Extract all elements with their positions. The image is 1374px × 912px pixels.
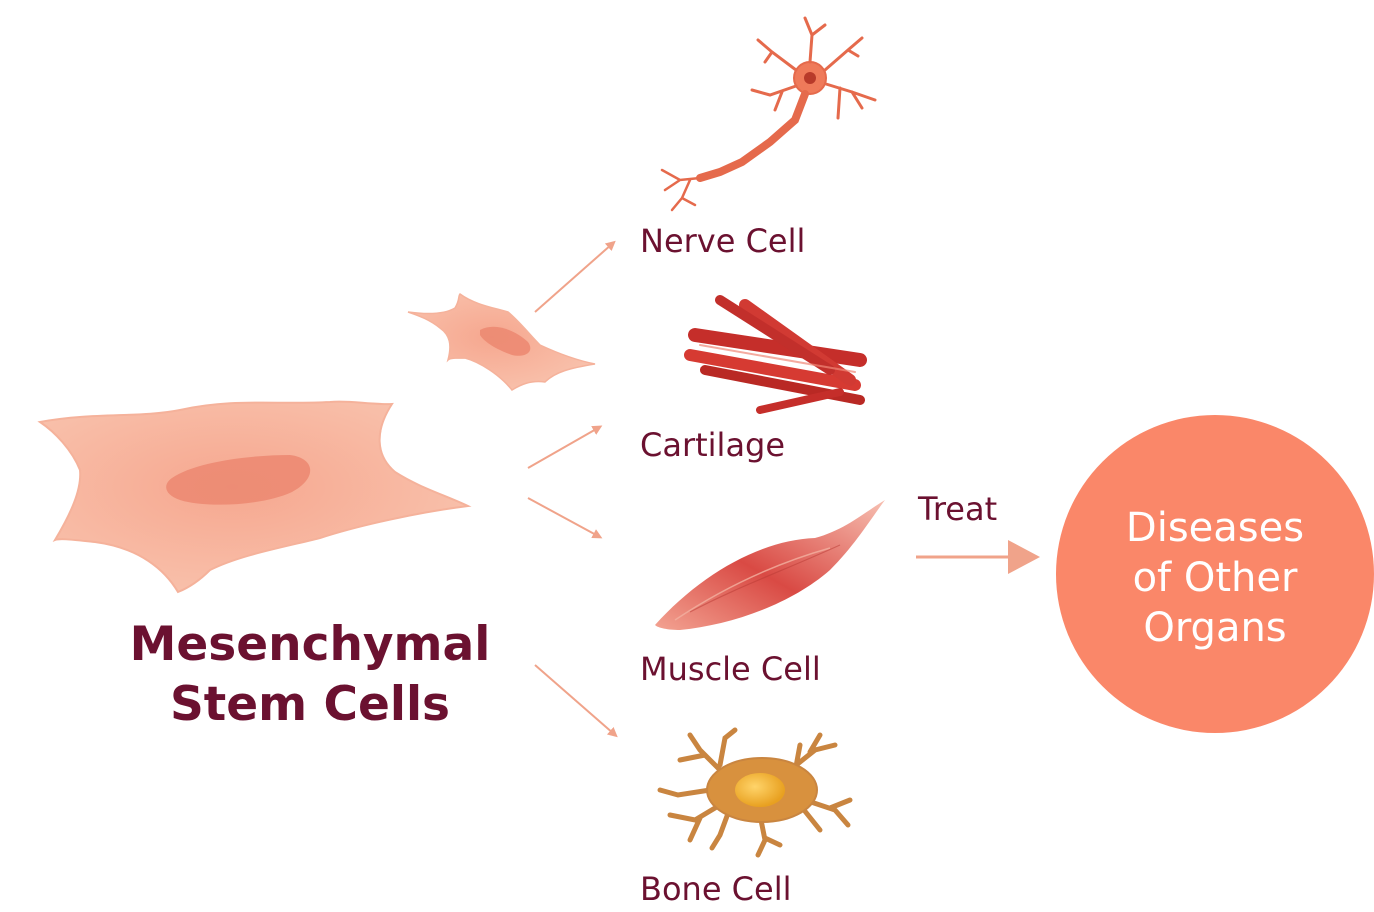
treat-arrow xyxy=(916,540,1040,574)
nerve-cell-label: Nerve Cell xyxy=(640,222,806,260)
title-line-2: Stem Cells xyxy=(169,677,451,732)
target-line-1: Diseases xyxy=(1125,505,1305,551)
muscle-cell-illustration xyxy=(655,500,885,630)
bone-cell-illustration xyxy=(657,727,853,858)
differentiation-arrows xyxy=(527,240,618,738)
cartilage-label: Cartilage xyxy=(640,426,786,464)
small-stem-cell-icon xyxy=(407,293,596,391)
title-line-1: Mesenchymal xyxy=(129,617,491,672)
stem-cells-title: Mesenchymal Stem Cells xyxy=(90,615,530,735)
target-diseases-text: Diseases of Other Organs xyxy=(1056,503,1374,653)
large-stem-cell-icon xyxy=(37,400,472,594)
nerve-cell-illustration xyxy=(660,16,877,212)
target-line-3: Organs xyxy=(1143,605,1287,651)
treat-label: Treat xyxy=(918,490,998,528)
muscle-cell-label: Muscle Cell xyxy=(640,650,821,688)
target-diseases-circle: Diseases of Other Organs xyxy=(1056,415,1374,733)
arrow-to-cartilage xyxy=(527,425,603,469)
target-line-2: of Other xyxy=(1132,555,1298,601)
arrow-to-muscle-cell xyxy=(527,497,603,539)
arrow-to-bone-cell xyxy=(534,664,618,738)
cartilage-fibers-illustration xyxy=(684,295,867,414)
bone-cell-label: Bone Cell xyxy=(640,870,792,908)
arrow-to-nerve-cell xyxy=(534,240,616,313)
